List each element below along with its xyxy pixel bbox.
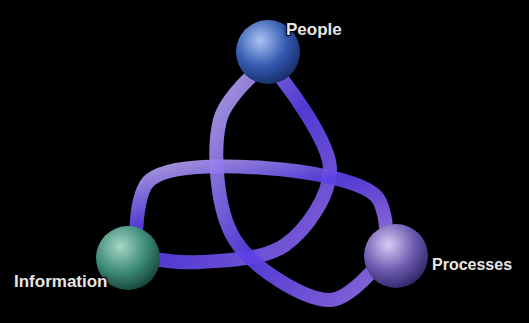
sphere xyxy=(363,223,429,289)
sphere-node: People xyxy=(235,19,301,85)
ribbon-connector xyxy=(136,166,385,228)
sphere-label: People xyxy=(286,20,342,40)
sphere-label: Processes xyxy=(432,256,512,274)
ribbon-connector xyxy=(216,77,370,300)
sphere-node: Processes xyxy=(363,223,429,289)
sphere-body xyxy=(364,224,428,288)
sphere-node: Information xyxy=(95,225,161,291)
sphere-label: Information xyxy=(14,272,108,292)
